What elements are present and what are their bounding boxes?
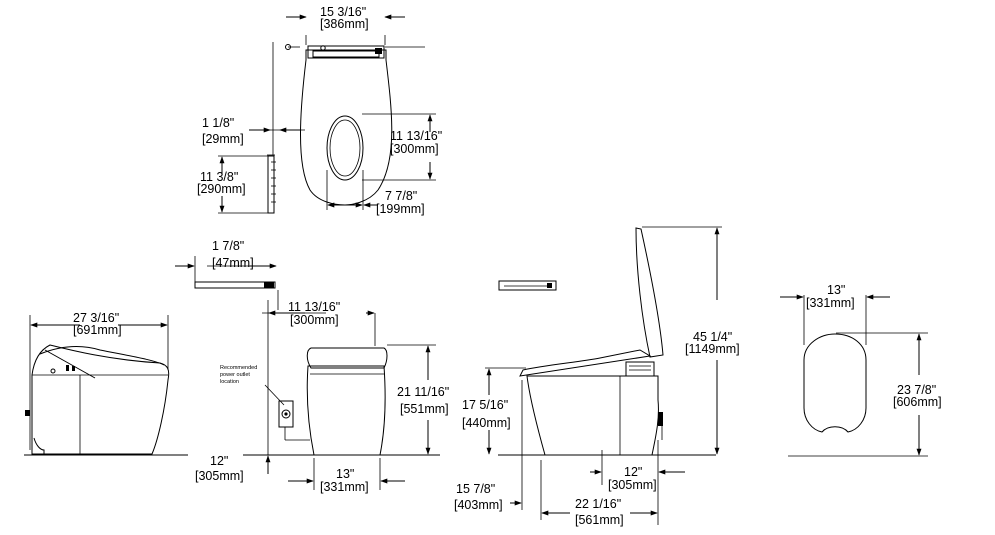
top-view-toilet-outline xyxy=(300,49,393,206)
dim-remote-h-mm: [290mm] xyxy=(197,182,246,196)
dim-front-h-mm: [551mm] xyxy=(400,402,449,416)
front-view-toilet-outline xyxy=(306,365,386,456)
dim-front-base-mm: [331mm] xyxy=(320,480,369,494)
remote-control-top xyxy=(498,280,557,291)
seat-outline xyxy=(803,333,867,433)
front-view-seat-lid xyxy=(306,347,388,369)
top-view-control-panel xyxy=(312,50,380,58)
dim-front-h-in: 21 11/16" xyxy=(397,385,449,399)
remote-control-side xyxy=(267,155,275,214)
dim-open-total-h-mm: [1149mm] xyxy=(685,342,740,356)
outlet-note-line-3: location xyxy=(220,379,239,385)
dim-front-offset-in: 1 7/8" xyxy=(212,239,244,253)
dim-front-offset-mm: [47mm] xyxy=(212,256,254,270)
dim-seat-l-in: 23 7/8" xyxy=(897,383,936,397)
dim-top-offset-in: 1 1/8" xyxy=(202,116,234,130)
dim-front-base-in: 13" xyxy=(336,467,354,481)
dim-top-bowl-w-mm: [199mm] xyxy=(376,202,425,216)
open-view-raised-lid xyxy=(635,227,664,358)
dim-front-rough-in: 12" xyxy=(210,454,228,468)
top-view: 15 3/16" [386mm] 1 1/8" [29mm] 11 3/8" [… xyxy=(197,5,442,216)
dim-seat-w-in: 13" xyxy=(827,283,845,297)
dim-top-bowl-len-in: 11 13/16" xyxy=(390,129,442,143)
dim-side-len-in: 27 3/16" xyxy=(73,311,119,325)
dim-remote-h-in: 11 3/8" xyxy=(200,170,238,184)
outlet-note-line-1: Recommended xyxy=(220,365,257,371)
power-outlet xyxy=(278,400,294,428)
dim-top-bowl-len-mm: [300mm] xyxy=(390,142,439,156)
side-view: 27 3/16" [691mm] xyxy=(24,311,188,456)
dim-seat-l-mm: [606mm] xyxy=(893,395,942,409)
seat-top-view: 13" [331mm] 23 7/8" [606mm] xyxy=(780,283,942,457)
dim-top-width-mm: [386mm] xyxy=(320,17,369,31)
dim-top-bowl-w-in: 7 7/8" xyxy=(385,189,417,203)
dim-open-seat-h-in: 17 5/16" xyxy=(462,398,508,412)
dim-side-len-mm: [691mm] xyxy=(73,323,122,337)
dim-front-top-w-mm: [300mm] xyxy=(290,313,339,327)
dim-open-seat-h-mm: [440mm] xyxy=(462,416,511,430)
front-view: 1 7/8" [47mm] 11 13/16" [300mm] Recommen… xyxy=(175,239,449,494)
dim-open-outlet-in: 15 7/8" xyxy=(456,482,495,496)
dim-top-width-in: 15 3/16" xyxy=(320,5,366,19)
open-lid-side-view: 45 1/4" [1149mm] 17 5/16" [440mm] 12" [3… xyxy=(454,226,740,527)
dim-open-outlet-mm: [403mm] xyxy=(454,498,503,512)
dim-open-base-in: 22 1/16" xyxy=(575,497,621,511)
dim-front-rough-mm: [305mm] xyxy=(195,469,244,483)
outlet-note-line-2: power outlet xyxy=(220,372,250,378)
top-view-lid-hinge xyxy=(307,45,385,59)
front-view-wall-bracket xyxy=(194,281,276,289)
dim-top-offset-mm: [29mm] xyxy=(202,132,244,146)
open-view-toilet-outline xyxy=(526,375,659,456)
dim-open-base-mm: [561mm] xyxy=(575,513,624,527)
dim-front-top-w-in: 11 13/16" xyxy=(288,300,340,314)
dim-open-rough-in: 12" xyxy=(624,465,642,479)
side-view-toilet-outline xyxy=(31,344,170,455)
dim-open-rough-mm: [305mm] xyxy=(608,478,657,492)
dim-open-total-h-in: 45 1/4" xyxy=(693,330,732,344)
dim-seat-w-mm: [331mm] xyxy=(806,296,855,310)
top-view-bowl-opening xyxy=(326,115,364,181)
